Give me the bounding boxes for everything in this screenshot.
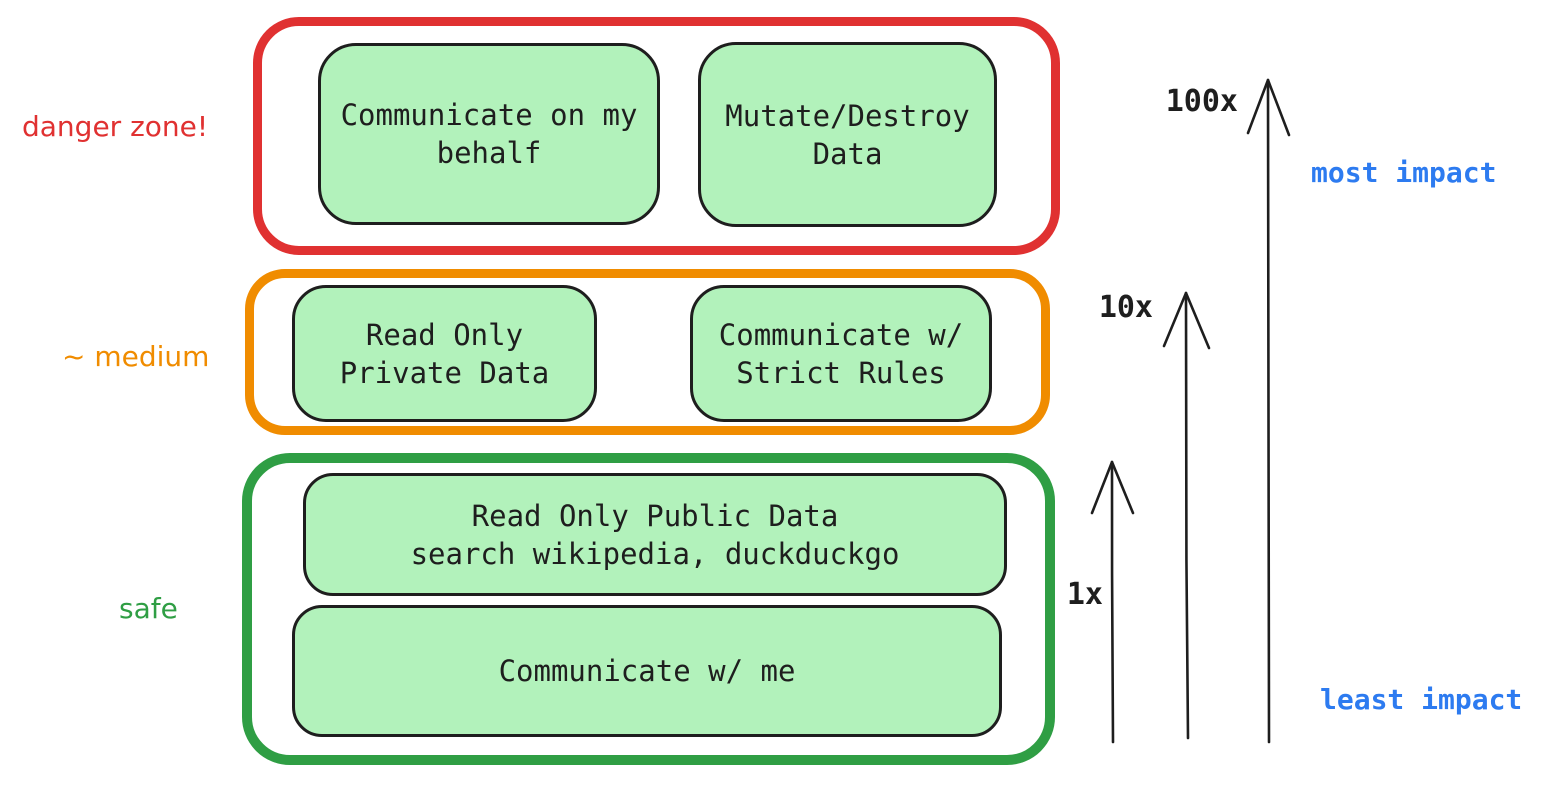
capability-box-read-only-public-data: Read Only Public Data search wikipedia, … bbox=[303, 473, 1007, 596]
capability-box-read-only-private-data: Read Only Private Data bbox=[292, 285, 597, 422]
capability-box-text-line: Communicate w/ bbox=[718, 317, 964, 352]
most-impact-label: most impact bbox=[1311, 156, 1497, 189]
arrow-shaft bbox=[1184, 291, 1190, 740]
least-impact-label: least impact bbox=[1320, 683, 1523, 716]
capability-box-text-line: Communicate w/ me bbox=[498, 654, 796, 688]
medium-zone: Read Only Private Data Communicate w/ St… bbox=[245, 269, 1050, 435]
capability-box-text-line: Mutate/Destroy bbox=[725, 98, 970, 133]
arrow-shaft bbox=[1110, 460, 1115, 744]
capability-box-mutate-destroy-data: Mutate/Destroy Data bbox=[698, 42, 997, 227]
arrow-label-10x: 10x bbox=[1098, 290, 1153, 325]
danger-zone: Communicate on my behalf Mutate/Destroy … bbox=[253, 17, 1060, 255]
capability-box-text-line: Read Only bbox=[365, 317, 524, 352]
capability-box-text-line: Read Only Public Data bbox=[471, 498, 839, 533]
safe-zone: Read Only Public Data search wikipedia, … bbox=[242, 453, 1055, 765]
danger-zone-label: danger zone! bbox=[22, 110, 209, 143]
arrow-head bbox=[1162, 291, 1211, 350]
capability-box-text-line: Strict Rules bbox=[736, 355, 946, 390]
safe-zone-label: safe bbox=[119, 592, 178, 625]
arrow-shaft bbox=[1266, 78, 1271, 744]
arrow-10x bbox=[1162, 291, 1211, 740]
capability-box-communicate-strict-rules: Communicate w/ Strict Rules bbox=[690, 285, 992, 422]
arrow-head bbox=[1090, 460, 1135, 515]
arrow-label-1x: 1x bbox=[1066, 577, 1103, 612]
capability-box-text-line: Data bbox=[812, 136, 883, 171]
capability-box-communicate-on-my-behalf: Communicate on my behalf bbox=[318, 43, 660, 225]
capability-box-text-line: behalf bbox=[436, 136, 542, 170]
capability-box-text-line: Communicate on my bbox=[340, 98, 638, 132]
arrow-label-100x: 100x bbox=[1165, 84, 1238, 119]
arrow-100x bbox=[1246, 78, 1291, 744]
arrow-head bbox=[1246, 78, 1291, 137]
medium-zone-label: ~ medium bbox=[62, 340, 210, 373]
capability-box-communicate-with-me: Communicate w/ me bbox=[292, 605, 1002, 737]
capability-box-text-line: search wikipedia, duckduckgo bbox=[410, 536, 900, 571]
capability-box-text-line: Private Data bbox=[339, 355, 550, 390]
